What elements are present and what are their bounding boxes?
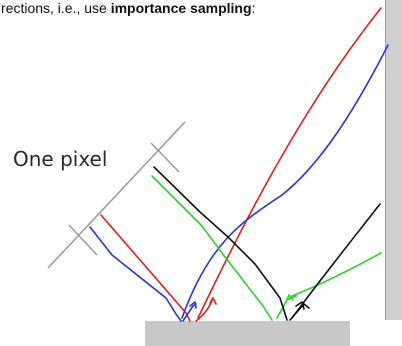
wall [385,0,402,320]
pixel-label: One pixel [13,147,108,171]
header-text: rections, i.e., use importance sampling: [1,0,255,16]
black-ray [153,166,381,321]
header-prefix: rections, i.e., use [1,0,111,16]
pixel-tick-bottom [68,224,98,256]
red-ray [100,7,382,322]
pixel-line [47,121,186,269]
header-suffix: : [251,0,256,16]
green-ray [151,175,382,321]
blue-ray [89,44,389,322]
header-emphasis: importance sampling [110,0,252,16]
surface [145,321,350,346]
pixel-tick-top [150,142,180,173]
